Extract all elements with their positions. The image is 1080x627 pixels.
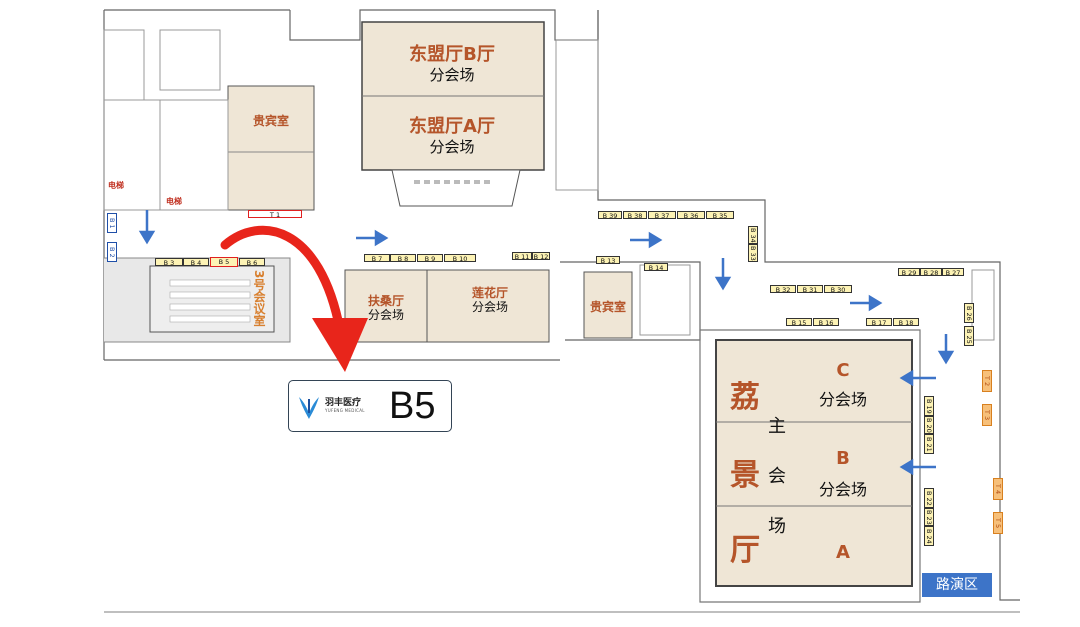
elevator-label-2: 电梯 — [166, 197, 182, 206]
booth-b26: B 26 — [964, 303, 974, 323]
asean-b-hall-title: 东盟厅B厅 — [409, 44, 495, 65]
booth-b24: B 24 — [924, 526, 934, 546]
lianhua-hall-title: 莲花厅 — [471, 286, 508, 300]
booth-b16: B 16 — [813, 318, 839, 327]
booth-b39: B 39 — [598, 211, 622, 220]
booth-t2: T 2 — [982, 370, 992, 392]
arrow-left-icon — [899, 369, 936, 387]
lijing-hall-shape — [715, 339, 913, 587]
booth-b37: B 37 — [648, 211, 676, 220]
main-char-2: 会 — [768, 466, 786, 487]
fusang-hall-sub: 分会场 — [367, 308, 404, 322]
booth-b9: B 9 — [417, 254, 443, 263]
brand-name-en: YUFENG MEDICAL — [325, 408, 365, 413]
booth-b21: B 21 — [924, 434, 934, 454]
booth-b33: B 33 — [748, 244, 758, 262]
asean-b-hall-sub: 分会场 — [429, 66, 475, 84]
booth-b12: B 12 — [532, 252, 550, 261]
booth-b4: B 4 — [183, 258, 209, 267]
arrow-right-icon — [630, 231, 663, 249]
main-char-3: 场 — [768, 516, 786, 537]
booth-b11: B 11 — [512, 252, 532, 261]
booth-b5: B 5 — [210, 257, 238, 267]
vip-room-left: 贵宾室 — [252, 114, 289, 128]
booth-b3: B 3 — [155, 258, 183, 267]
lijing-char-3: 厅 — [730, 533, 760, 568]
booth-b29: B 29 — [898, 268, 920, 277]
booth-b19: B 19 — [924, 396, 934, 416]
booth-b36: B 36 — [677, 211, 705, 220]
booth-b20: B 20 — [924, 416, 934, 434]
main-char-1: 主 — [768, 416, 786, 437]
exhibitor-callout: 羽丰医疗 YUFENG MEDICAL B5 — [288, 380, 452, 432]
booth-b10: B 10 — [444, 254, 476, 263]
lianhua-hall-sub: 分会场 — [471, 300, 508, 314]
booth-number: B5 — [389, 385, 436, 427]
arrow-right-icon — [850, 294, 883, 312]
booth-b13: B 13 — [596, 256, 620, 265]
booth-b25: B 25 — [964, 326, 974, 346]
section-c-letter: C — [836, 360, 850, 381]
section-c-sub: 分会场 — [818, 390, 867, 409]
booth-b23: B 23 — [924, 508, 934, 526]
booth-b32: B 32 — [770, 285, 796, 294]
arrow-right-icon — [356, 229, 389, 247]
booth-b14: B 14 — [644, 263, 668, 272]
booth-t4: T 4 — [993, 478, 1003, 500]
booth-b17: B 17 — [866, 318, 892, 327]
brand-name: 羽丰医疗 — [325, 398, 362, 408]
booth-b35: B 35 — [706, 211, 734, 220]
vip-room-mid: 贵宾室 — [589, 300, 626, 314]
section-b-sub: 分会场 — [818, 480, 867, 499]
arrow-down-icon — [937, 334, 955, 365]
booth-b30: B 30 — [824, 285, 852, 294]
arrow-left-icon — [899, 458, 936, 476]
elevator-label-1: 电梯 — [108, 181, 124, 190]
meeting-room-3: 3号会议室 — [252, 270, 266, 327]
arrow-down-icon — [138, 210, 156, 245]
section-a-letter: A — [836, 542, 850, 563]
booth-b6: B 6 — [239, 258, 265, 267]
booth-t1: T 1 — [248, 210, 302, 219]
booth-b8: B 8 — [390, 254, 416, 263]
booth-t5: T 5 — [993, 512, 1003, 534]
booth-b1: B 1 — [107, 213, 117, 233]
asean-a-hall-title: 东盟厅A厅 — [409, 116, 495, 137]
booth-b38: B 38 — [623, 211, 647, 220]
asean-a-hall-sub: 分会场 — [429, 138, 475, 156]
booth-b34: B 34 — [748, 226, 758, 244]
arrow-down-icon — [714, 258, 732, 291]
lijing-char-1: 荔 — [730, 380, 760, 415]
lijing-char-2: 景 — [730, 458, 760, 493]
booth-b7: B 7 — [364, 254, 390, 263]
fusang-hall-title: 扶桑厅 — [367, 294, 404, 308]
booth-b18: B 18 — [893, 318, 919, 327]
yufeng-logo-icon — [299, 397, 319, 419]
booth-t3: T 3 — [982, 404, 992, 426]
booth-b31: B 31 — [797, 285, 823, 294]
section-b-letter: B — [836, 448, 850, 469]
booth-b15: B 15 — [786, 318, 812, 327]
booth-b27: B 27 — [942, 268, 964, 277]
booth-b2: B 2 — [107, 242, 117, 262]
booth-b28: B 28 — [920, 268, 942, 277]
roadshow-area-tag: 路演区 — [922, 573, 992, 597]
booth-b22: B 22 — [924, 488, 934, 508]
